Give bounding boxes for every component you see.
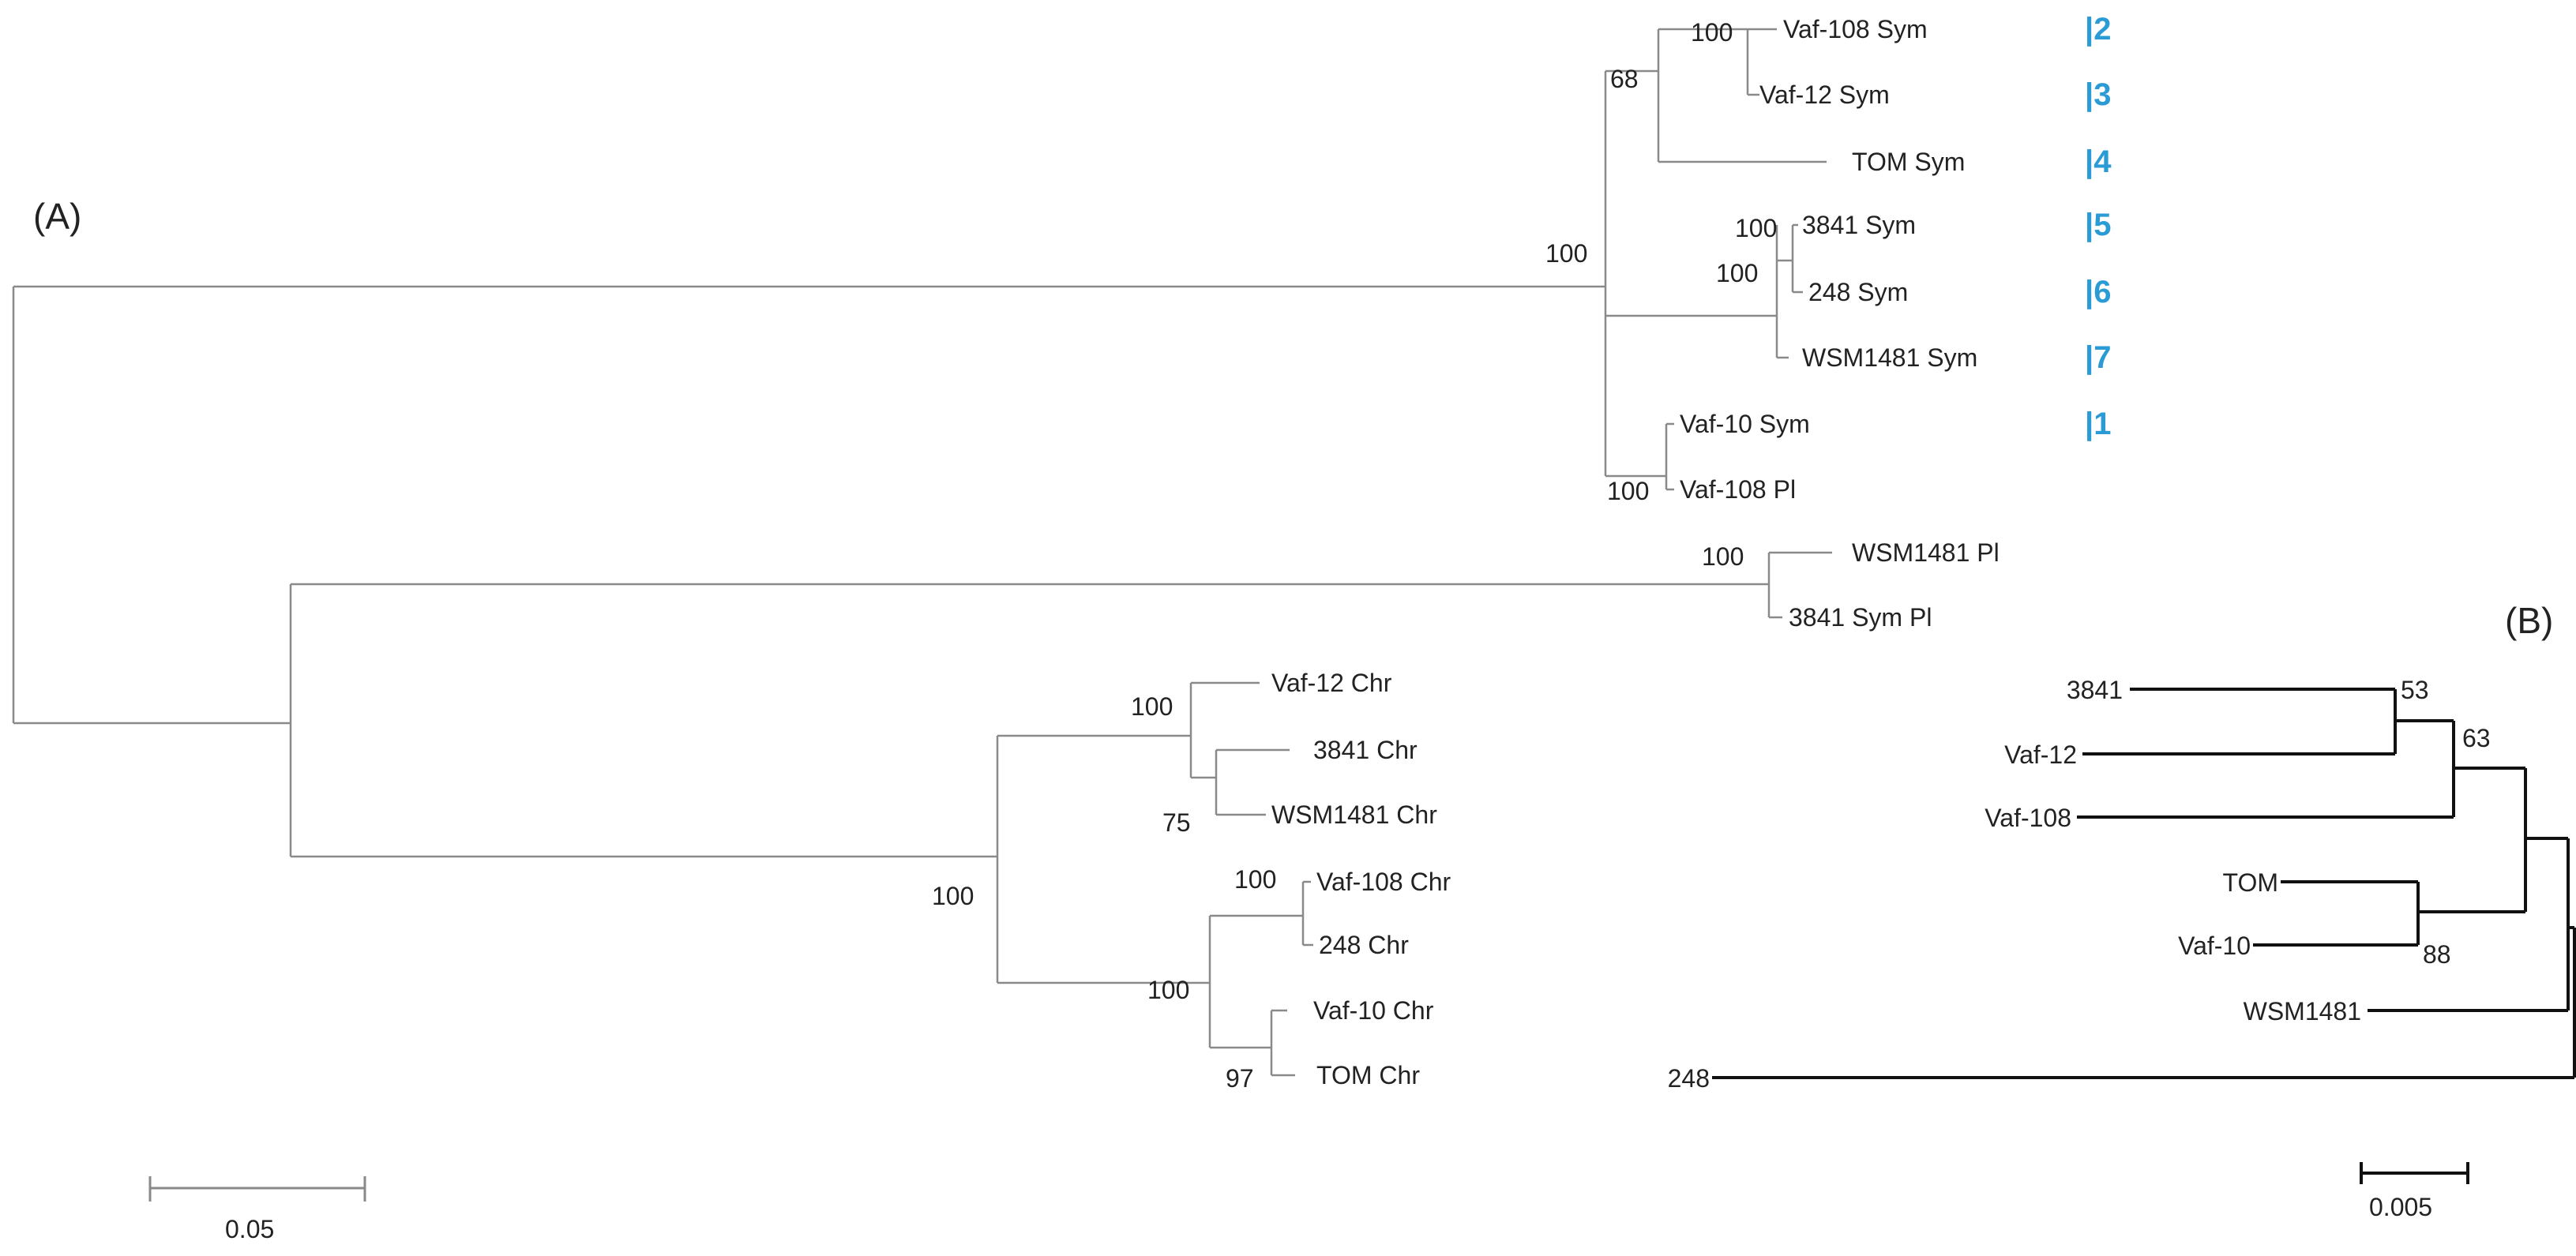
tree-a-tip: Vaf-108 Chr <box>1316 868 1451 896</box>
scale-bar-label: 0.05 <box>225 1215 274 1243</box>
tree-a-tip: TOM Chr <box>1316 1061 1420 1089</box>
tree-a-tip: Vaf-10 Sym <box>1680 410 1810 438</box>
tree-a-tip: 3841 Chr <box>1313 736 1418 764</box>
bootstrap-value: 100 <box>1147 976 1189 1004</box>
cluster-number: |6 <box>2085 275 2111 309</box>
tree-b-tip: Vaf-10 <box>2178 932 2251 960</box>
tree-a-tip: WSM1481 Pl <box>1852 538 2000 567</box>
bootstrap-value: 100 <box>1131 692 1173 721</box>
tree-b-tip: 3841 <box>2067 676 2123 704</box>
tree-a-tip-labels: Vaf-108 Sym Vaf-12 Sym TOM Sym 3841 Sym … <box>1271 15 2000 1089</box>
cluster-number: |2 <box>2085 12 2111 47</box>
tree-a-scale-bar: 0.05 <box>148 1176 366 1243</box>
tree-a-bootstrap-values: 100 68 100 100 100 100 100 100 75 100 10… <box>932 18 1777 1093</box>
bootstrap-value: 88 <box>2423 940 2451 969</box>
tree-b-tip: TOM <box>2222 868 2278 897</box>
bootstrap-value: 100 <box>1607 477 1649 505</box>
tree-a-tip: WSM1481 Sym <box>1802 343 1977 372</box>
tree-b-tip: 248 <box>1668 1064 1710 1093</box>
tree-a-tip: Vaf-108 Sym <box>1783 15 1928 43</box>
tree-b-bootstrap-values: 53 63 88 <box>2401 676 2491 969</box>
tree-a-tip: Vaf-12 Sym <box>1759 81 1890 109</box>
tree-b-tip: WSM1481 <box>2244 997 2361 1025</box>
tree-b-tip-labels: 3841 Vaf-12 Vaf-108 TOM Vaf-10 WSM1481 2… <box>1668 676 2361 1093</box>
tree-a-tip: Vaf-12 Chr <box>1271 669 1392 697</box>
bootstrap-value: 75 <box>1162 808 1191 837</box>
tree-a-tip: TOM Sym <box>1852 148 1965 176</box>
bootstrap-value: 100 <box>932 882 974 910</box>
panel-a-label: (A) <box>33 196 81 237</box>
bootstrap-value: 100 <box>1735 214 1777 242</box>
tree-b-branches <box>1712 688 2576 1079</box>
bootstrap-value: 97 <box>1226 1064 1254 1093</box>
cluster-number-column: |2 |3 |4 |5 |6 |7 |1 <box>2085 12 2112 441</box>
bootstrap-value: 63 <box>2462 724 2491 752</box>
tree-a-tip: 248 Chr <box>1319 931 1409 959</box>
tree-a-tip: 3841 Sym <box>1802 211 1916 239</box>
cluster-number: |1 <box>2085 407 2111 441</box>
cluster-number: |7 <box>2085 340 2111 375</box>
tree-a-tip: Vaf-10 Chr <box>1313 996 1434 1025</box>
panel-b-label: (B) <box>2505 600 2553 641</box>
tree-a-tip: WSM1481 Chr <box>1271 800 1437 829</box>
tree-a-tip: Vaf-108 Pl <box>1680 475 1796 504</box>
bootstrap-value: 100 <box>1702 542 1744 571</box>
tree-a-tip: 248 Sym <box>1808 278 1908 306</box>
tree-b-tip: Vaf-12 <box>2004 740 2077 769</box>
bootstrap-value: 100 <box>1545 239 1587 268</box>
tree-a-branches <box>12 28 1832 1077</box>
cluster-number: |5 <box>2085 208 2111 242</box>
scale-bar-label: 0.005 <box>2369 1193 2432 1221</box>
bootstrap-value: 100 <box>1234 865 1276 894</box>
bootstrap-value: 100 <box>1716 259 1758 287</box>
tree-b-scale-bar: 0.005 <box>2360 1162 2469 1221</box>
tree-b-tip: Vaf-108 <box>1985 804 2071 832</box>
tree-a-tip: 3841 Sym Pl <box>1789 603 1932 632</box>
bootstrap-value: 53 <box>2401 676 2429 704</box>
bootstrap-value: 68 <box>1610 65 1639 93</box>
bootstrap-value: 100 <box>1691 18 1733 47</box>
cluster-number: |4 <box>2085 144 2112 179</box>
cluster-number: |3 <box>2085 77 2111 112</box>
